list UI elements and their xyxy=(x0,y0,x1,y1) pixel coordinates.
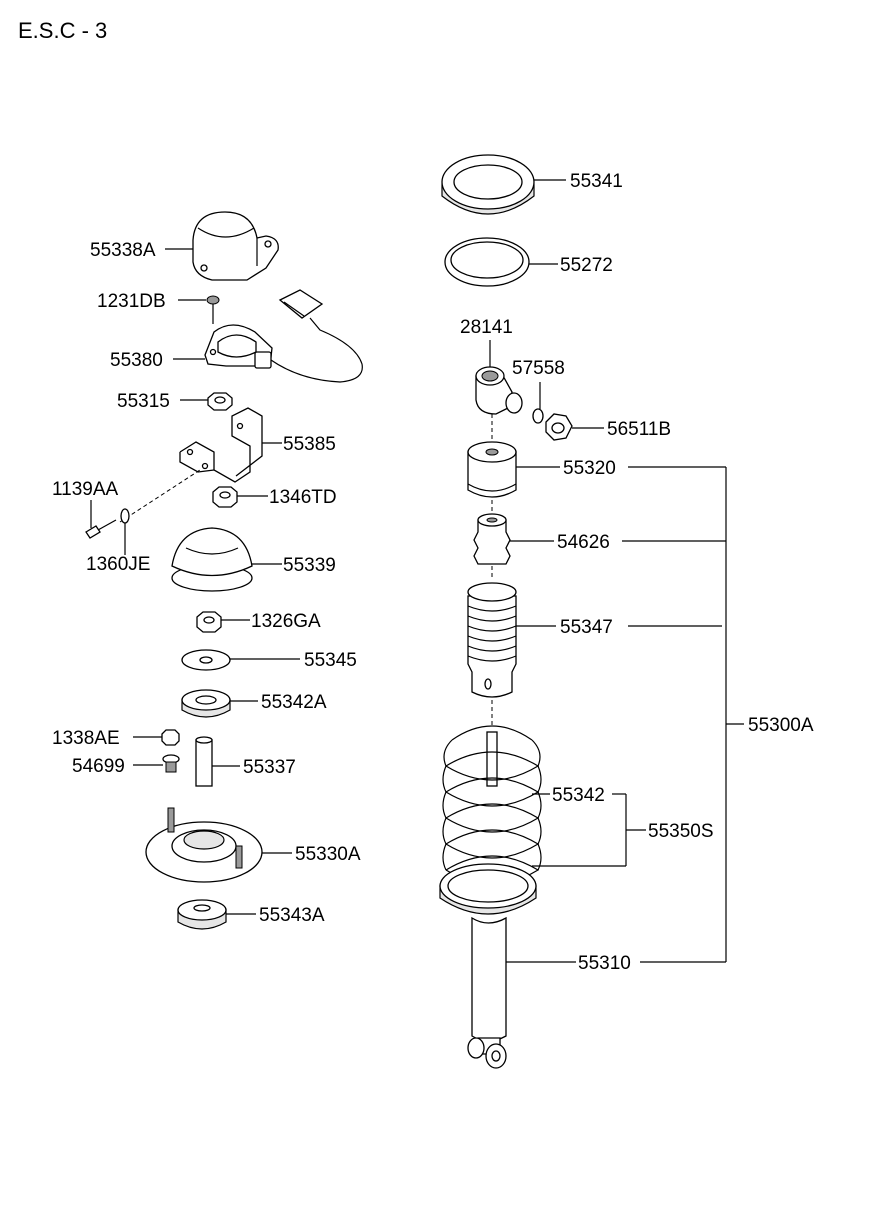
part-56511B-cap xyxy=(545,413,573,441)
label-55337: 55337 xyxy=(243,757,296,778)
part-55330A-mount xyxy=(145,807,263,883)
part-55338A-cover xyxy=(192,211,279,281)
label-55385: 55385 xyxy=(283,434,336,455)
label-1231DB: 1231DB xyxy=(97,291,166,312)
part-55342-spring xyxy=(442,725,542,885)
label-55350S: 55350S xyxy=(648,821,714,842)
part-1360JE-washer xyxy=(120,508,130,524)
label-55338A: 55338A xyxy=(90,240,156,261)
part-55339-cover xyxy=(171,527,253,592)
part-1326GA-nut xyxy=(196,611,222,633)
part-1338AE-nut xyxy=(161,729,180,746)
label-54699: 54699 xyxy=(72,756,125,777)
label-55310: 55310 xyxy=(578,953,631,974)
part-1231DB-screw xyxy=(206,295,220,324)
label-55330A: 55330A xyxy=(295,844,361,865)
part-55343A-bushing xyxy=(177,899,227,930)
label-55342A: 55342A xyxy=(261,692,327,713)
part-54699-bolt xyxy=(162,754,180,773)
label-56511B: 56511B xyxy=(607,419,671,440)
label-55300A: 55300A xyxy=(748,715,814,736)
part-55337-sleeve xyxy=(195,736,213,787)
label-1326GA: 1326GA xyxy=(251,611,321,632)
label-1346TD: 1346TD xyxy=(269,487,337,508)
part-55347-boot xyxy=(467,582,517,698)
part-1139AA-bolt xyxy=(85,469,201,539)
part-55320-cap xyxy=(467,441,517,498)
part-spring-seat xyxy=(439,863,537,915)
label-1139AA: 1139AA xyxy=(52,479,119,500)
part-55345-washer xyxy=(181,649,231,671)
label-55320: 55320 xyxy=(563,458,616,479)
label-55345: 55345 xyxy=(304,650,357,671)
part-55272-ring xyxy=(444,237,530,287)
label-55343A: 55343A xyxy=(259,905,325,926)
part-55310-shock xyxy=(467,916,507,1069)
part-55341-seat xyxy=(441,154,535,215)
label-54626: 54626 xyxy=(557,532,610,553)
part-28141-elbow xyxy=(475,366,523,415)
label-55341: 55341 xyxy=(570,171,623,192)
label-55315: 55315 xyxy=(117,391,170,412)
label-55342: 55342 xyxy=(552,785,605,806)
label-28141: 28141 xyxy=(460,317,513,338)
part-54626-stopper xyxy=(473,513,511,565)
part-57558-oring xyxy=(532,408,544,424)
part-55380-sensor xyxy=(204,289,363,383)
label-55272: 55272 xyxy=(560,255,613,276)
label-55339: 55339 xyxy=(283,555,336,576)
part-55315-nut xyxy=(207,392,233,411)
page-title: E.S.C - 3 xyxy=(18,18,107,43)
part-55342A-insulator xyxy=(181,689,231,718)
part-1346TD-nut xyxy=(212,486,238,508)
label-55347: 55347 xyxy=(560,617,613,638)
label-55380: 55380 xyxy=(110,350,163,371)
label-1360JE: 1360JE xyxy=(86,554,150,575)
part-55385-bracket xyxy=(179,407,263,483)
label-57558: 57558 xyxy=(512,358,565,379)
label-1338AE: 1338AE xyxy=(52,728,120,749)
